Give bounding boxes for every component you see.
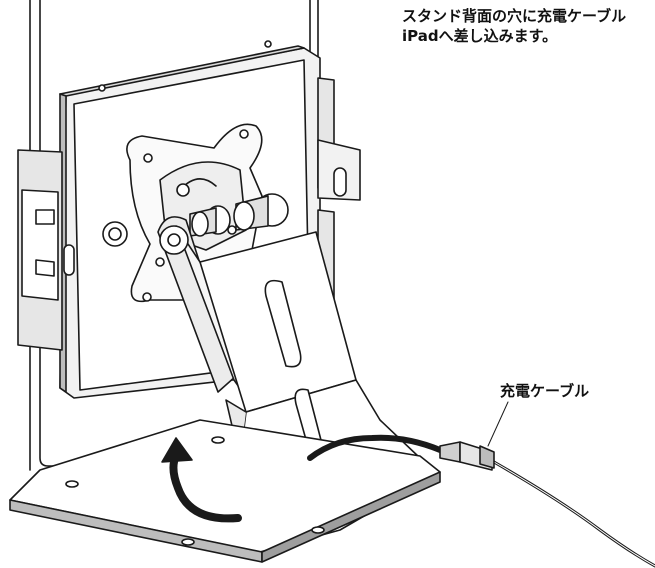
instruction-line-2: iPadへ差し込みます。: [402, 27, 558, 45]
cable-leader-line: [487, 401, 509, 447]
hinge-knobs: [189, 193, 289, 237]
instruction-text: スタンド背面の穴に充電ケーブル iPadへ差し込みます。: [402, 6, 626, 46]
left-clamp: [17, 149, 75, 351]
stand-arm: [157, 216, 357, 421]
center-screw: [102, 221, 128, 247]
base-plate: [9, 419, 441, 563]
insertion-arrow: [161, 437, 242, 523]
charging-cable: [307, 434, 655, 568]
instruction-line-1: スタンド背面の穴に充電ケーブル: [402, 7, 627, 25]
cable-label: 充電ケーブル: [500, 382, 590, 400]
